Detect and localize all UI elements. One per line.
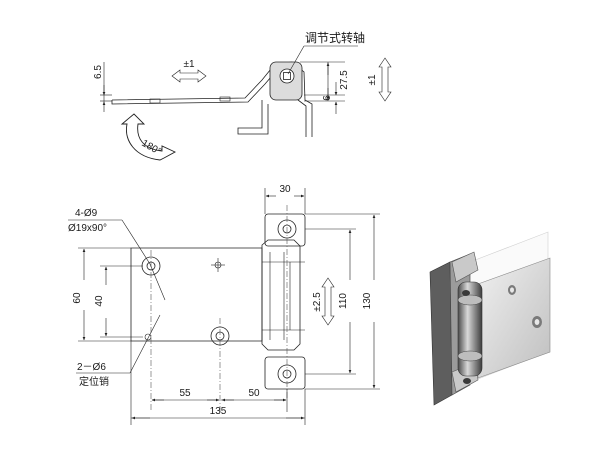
dim-135-label: 135	[210, 406, 227, 417]
dim-55-label: 55	[179, 388, 191, 399]
pin-callout-line1: 2－Ø6	[77, 362, 106, 373]
dim-6-label: 6	[322, 95, 333, 101]
rotation-180-arrow-icon	[120, 113, 177, 161]
dim-pm1-horizontal-label: ±1	[183, 59, 194, 70]
dim-pm1-vertical-label: ±1	[367, 74, 378, 85]
adjustable-pivot-label: 调节式转轴	[305, 30, 365, 45]
dim-6-5-label: 6.5	[93, 65, 104, 79]
dim-60-label: 60	[72, 292, 83, 304]
top-view-leaf-tab	[219, 96, 231, 102]
dim-50-label: 50	[248, 388, 260, 399]
top-view-leaf-tab	[149, 98, 161, 104]
front-view: 4-Ø9 Ø19x90° 2－Ø6 定位销 30 60 40 ±2.5	[68, 184, 380, 425]
dim-30-label: 30	[279, 184, 291, 195]
vertical-adjust-arrow-icon	[321, 277, 335, 326]
top-view: 6.5 ±1 调节式转轴 27.5 6 ±1 180°	[93, 30, 392, 161]
dim-27-5-label: 27.5	[339, 70, 350, 90]
top-view-pivot-socket	[283, 72, 291, 80]
isometric-hinge-render	[429, 231, 551, 406]
vertical-adjust-arrow-icon	[378, 57, 392, 102]
front-view-bottom-ear	[264, 356, 306, 390]
locating-pin-mark	[144, 333, 152, 341]
front-view-top-ear	[264, 213, 306, 247]
pin-callout-line2: 定位销	[79, 375, 109, 388]
hole-callout-line1: 4-Ø9	[75, 208, 98, 219]
iso-left-leaf	[429, 261, 453, 406]
dim-40-label: 40	[94, 295, 105, 307]
iso-top-ear	[451, 251, 479, 283]
front-view-knuckle	[261, 239, 301, 351]
dim-110-label: 110	[338, 293, 349, 309]
hole-callout-line2: Ø19x90°	[68, 223, 107, 234]
dim-pm2-5-label: ±2.5	[312, 292, 323, 312]
horizontal-adjust-arrow-icon	[171, 69, 207, 83]
locating-pin-mark	[211, 258, 225, 272]
dim-130-label: 130	[362, 292, 373, 309]
